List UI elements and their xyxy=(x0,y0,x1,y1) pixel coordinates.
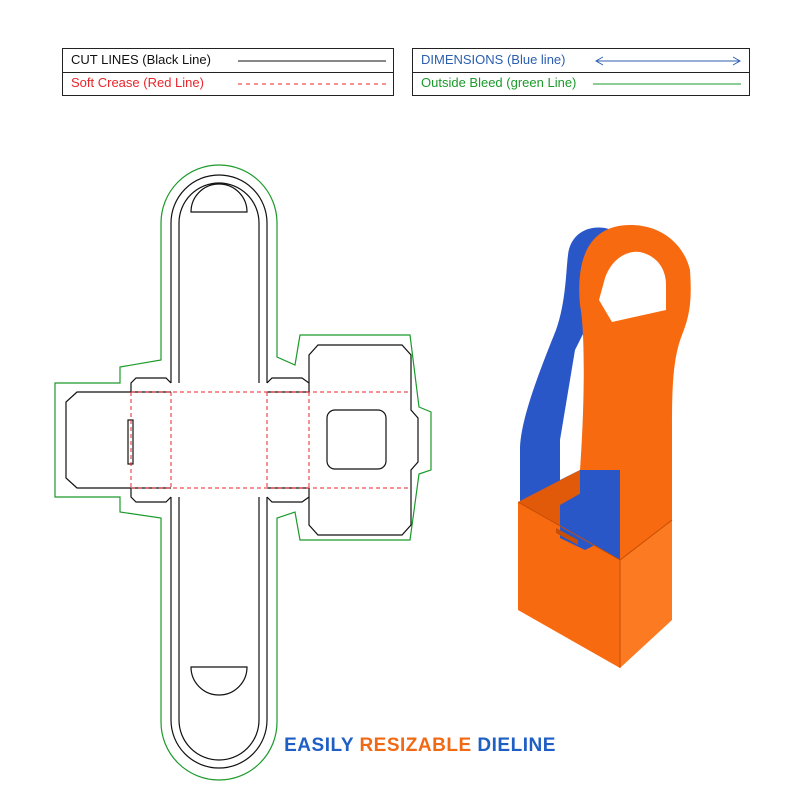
dimension-arrow-sample xyxy=(594,56,742,66)
footer-word-easily: EASILY xyxy=(284,735,354,756)
outside-bleed-outline xyxy=(54,164,432,781)
footer-word-resizable: RESIZABLE xyxy=(359,735,472,756)
legend-outside-bleed-label: Outside Bleed (green Line) xyxy=(421,75,577,90)
crease-line-sample xyxy=(238,83,386,85)
legend-soft-crease-label: Soft Crease (Red Line) xyxy=(71,75,204,90)
footer-word-dieline: DIELINE xyxy=(477,735,556,756)
legend-row-dimensions: DIMENSIONS (Blue line) xyxy=(413,49,749,73)
bottom-handle-hole xyxy=(190,666,248,696)
footer-tagline: EASILY RESIZABLE DIELINE xyxy=(0,735,800,757)
top-handle-hole xyxy=(190,183,248,213)
cut-line-sample xyxy=(238,60,386,62)
legend-line-types: CUT LINES (Black Line) Soft Crease (Red … xyxy=(62,48,394,96)
box-side-front xyxy=(518,502,620,668)
box-side-right xyxy=(620,520,672,668)
box-front-slot xyxy=(556,528,578,545)
legend-row-outside-bleed: Outside Bleed (green Line) xyxy=(413,72,749,95)
box-handle-strap xyxy=(579,225,691,610)
crease-lines xyxy=(130,391,411,489)
legend-row-cut-lines: CUT LINES (Black Line) xyxy=(63,49,393,73)
box-handle-hole xyxy=(599,251,666,322)
bleed-line-sample xyxy=(593,83,741,85)
display-window xyxy=(326,409,387,470)
legend-dimensions-label: DIMENSIONS (Blue line) xyxy=(421,52,566,67)
legend-cut-lines-label: CUT LINES (Black Line) xyxy=(71,52,211,67)
legend-row-soft-crease: Soft Crease (Red Line) xyxy=(63,72,393,95)
legend-line-types-2: DIMENSIONS (Blue line) Outside Bleed (gr… xyxy=(412,48,750,96)
box-inner-window xyxy=(560,488,615,550)
